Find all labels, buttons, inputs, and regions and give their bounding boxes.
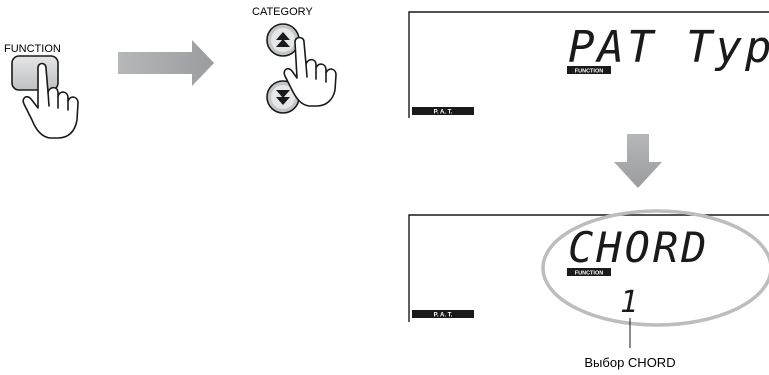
hand-pointer-icon <box>283 36 337 107</box>
arrow-right-icon <box>118 40 214 86</box>
pat-indicator-text: P. A. T. <box>434 313 453 319</box>
arrow-down-icon <box>614 134 662 188</box>
category-label: CATEGORY <box>252 6 313 18</box>
callout-label: Выбор CHORD <box>584 355 675 370</box>
lcd-main-text: CHORD <box>568 223 709 272</box>
function-indicator <box>567 66 611 74</box>
pat-indicator <box>412 310 474 318</box>
category-button-group: CATEGORY <box>252 6 337 114</box>
chevron-double-down-icon <box>276 90 290 105</box>
function-button[interactable] <box>11 55 59 91</box>
lcd-display-bottom: CHORD FUNCTION 1 P. A. T. <box>408 209 769 327</box>
function-button-label: FUNCTION <box>4 43 61 55</box>
function-indicator-text: FUNCTION <box>575 69 603 75</box>
pat-indicator <box>412 107 474 115</box>
category-up-button[interactable] <box>266 23 300 57</box>
chevron-double-up-icon <box>276 32 290 47</box>
function-button-group: FUNCTION <box>4 43 79 139</box>
lcd-value: 1 <box>620 285 638 320</box>
highlight-ellipse <box>541 209 769 327</box>
function-indicator <box>567 268 611 276</box>
pat-indicator-text: P. A. T. <box>434 110 453 116</box>
hand-pointer-icon <box>22 62 79 139</box>
callout: Выбор CHORD <box>584 318 676 370</box>
lcd-display-top: PAT Type FUNCTION P. A. T. <box>408 11 769 118</box>
lcd-main-text: PAT Type <box>568 22 769 73</box>
function-indicator-text: FUNCTION <box>575 271 603 277</box>
